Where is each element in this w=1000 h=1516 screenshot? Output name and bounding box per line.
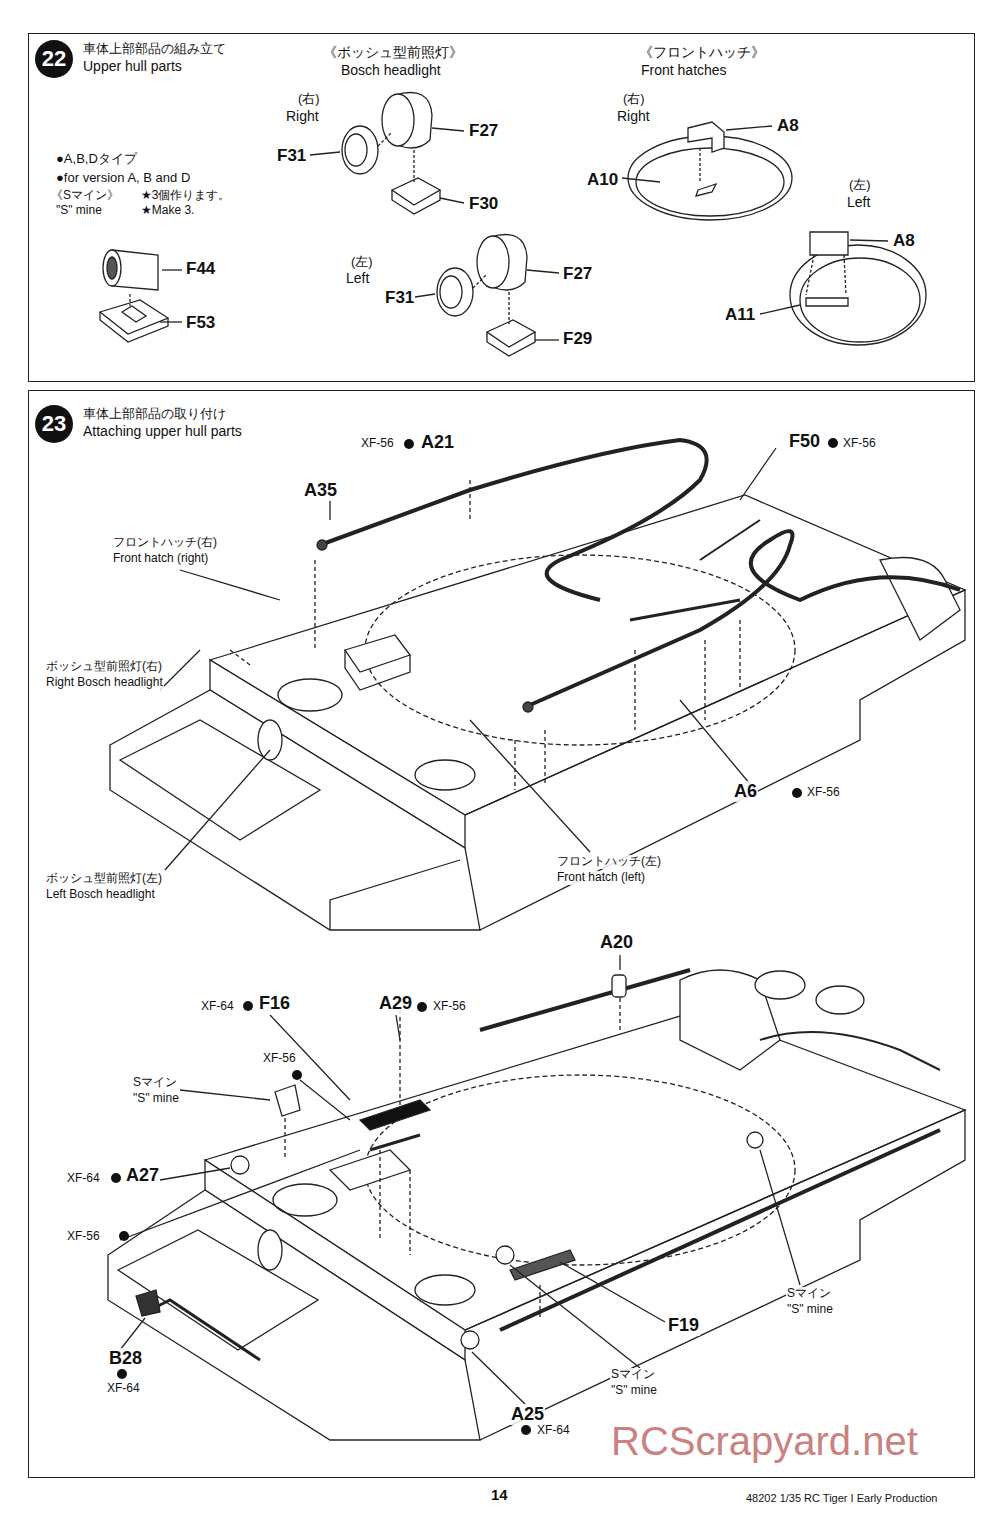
upper-hull — [110, 440, 965, 930]
annotation: フロントハッチ(右) — [112, 536, 218, 550]
annotation: XF-56 — [842, 437, 877, 451]
annotation: Front hatches — [640, 62, 728, 78]
annotation: XF-56 — [806, 786, 841, 800]
part-number: A6 — [733, 781, 758, 802]
annotation: XF-64 — [200, 1000, 235, 1014]
annotation: 《Sマイン》 — [50, 189, 120, 203]
annotation: フロントハッチ(左) — [556, 855, 662, 869]
annotation: Left — [846, 194, 871, 210]
annotation: XF-64 — [106, 1382, 141, 1396]
annotation: Front hatch (left) — [556, 871, 646, 885]
annotation: Right Bosch headlight — [45, 676, 164, 690]
annotation: Left Bosch headlight — [45, 888, 156, 902]
step-number-text: 23 — [42, 411, 66, 437]
part-number: F53 — [185, 313, 216, 333]
annotation: ボッシュ型前照灯(左) — [45, 872, 163, 886]
part-number: B28 — [108, 1348, 143, 1369]
annotation: XF-56 — [360, 437, 395, 451]
annotation: "S" mine — [786, 1303, 834, 1317]
step-heading: 車体上部部品の取り付け — [83, 405, 226, 423]
part-number: F27 — [468, 121, 499, 141]
headlight-left — [415, 235, 559, 357]
part-number: F16 — [258, 993, 291, 1014]
annotation: (右) — [622, 92, 646, 107]
part-number: F50 — [788, 431, 821, 452]
annotation: XF-64 — [66, 1172, 101, 1186]
part-number: A11 — [724, 305, 756, 325]
annotation: Left — [345, 270, 370, 286]
part-number: A25 — [510, 1404, 545, 1425]
step-heading: Upper hull parts — [83, 58, 182, 74]
part-number: A8 — [776, 116, 800, 136]
lower-hull — [108, 955, 965, 1440]
annotation: "S" mine — [132, 1092, 180, 1106]
annotation: (左) — [350, 255, 374, 270]
part-number: F44 — [185, 259, 216, 279]
annotation: Sマイン — [610, 1368, 656, 1382]
annotation: XF-56 — [432, 1000, 467, 1014]
step-number: 23 — [35, 405, 73, 443]
part-number: A10 — [586, 170, 619, 190]
part-number: A29 — [378, 993, 413, 1014]
annotation: ●A,B,Dタイプ — [55, 152, 138, 167]
annotation: 48202 1/35 RC Tiger I Early Production — [745, 1492, 938, 1505]
annotation: (左) — [848, 178, 872, 193]
annotation: ボッシュ型前照灯(右) — [45, 660, 163, 674]
annotation: (右) — [297, 92, 321, 107]
annotation: 《ボッシュ型前照灯》 — [322, 44, 464, 60]
annotation: Right — [285, 108, 320, 124]
annotation: Sマイン — [786, 1287, 832, 1301]
headlight-right — [310, 93, 464, 215]
annotation: XF-56 — [262, 1052, 297, 1066]
part-number: F31 — [276, 146, 307, 166]
part-number: A8 — [892, 231, 916, 251]
annotation: "S" mine — [610, 1384, 658, 1398]
watermark: RCScrapyard.net — [610, 1418, 919, 1464]
annotation: 《フロントハッチ》 — [638, 44, 766, 60]
step-heading: Attaching upper hull parts — [83, 423, 242, 439]
annotation: Sマイン — [132, 1076, 178, 1090]
step-number-text: 22 — [42, 46, 66, 72]
annotation: Bosch headlight — [340, 62, 442, 78]
annotation: ●for version A, B and D — [55, 171, 191, 186]
annotation: "S" mine — [55, 204, 103, 218]
part-number: F29 — [562, 329, 593, 349]
part-number: F30 — [468, 194, 499, 214]
part-number: A21 — [420, 432, 455, 453]
part-number: F19 — [667, 1315, 700, 1336]
part-number: A35 — [303, 480, 338, 501]
s-mine-part — [100, 250, 182, 342]
part-number: F31 — [384, 288, 415, 308]
step-heading: 車体上部部品の組み立て — [83, 40, 226, 58]
part-number: A27 — [125, 1165, 160, 1186]
annotation: XF-64 — [536, 1424, 571, 1438]
front-hatches — [622, 122, 926, 345]
step-number: 22 — [35, 40, 73, 78]
annotation: Front hatch (right) — [112, 552, 209, 566]
annotation: Right — [616, 108, 651, 124]
part-number: 14 — [490, 1486, 509, 1503]
annotation: ★3個作ります。 — [140, 189, 231, 203]
part-number: A20 — [599, 932, 634, 953]
paint-markers — [111, 438, 838, 1435]
annotation: XF-56 — [66, 1230, 101, 1244]
annotation: ★Make 3. — [140, 204, 195, 218]
part-number: F27 — [562, 264, 593, 284]
